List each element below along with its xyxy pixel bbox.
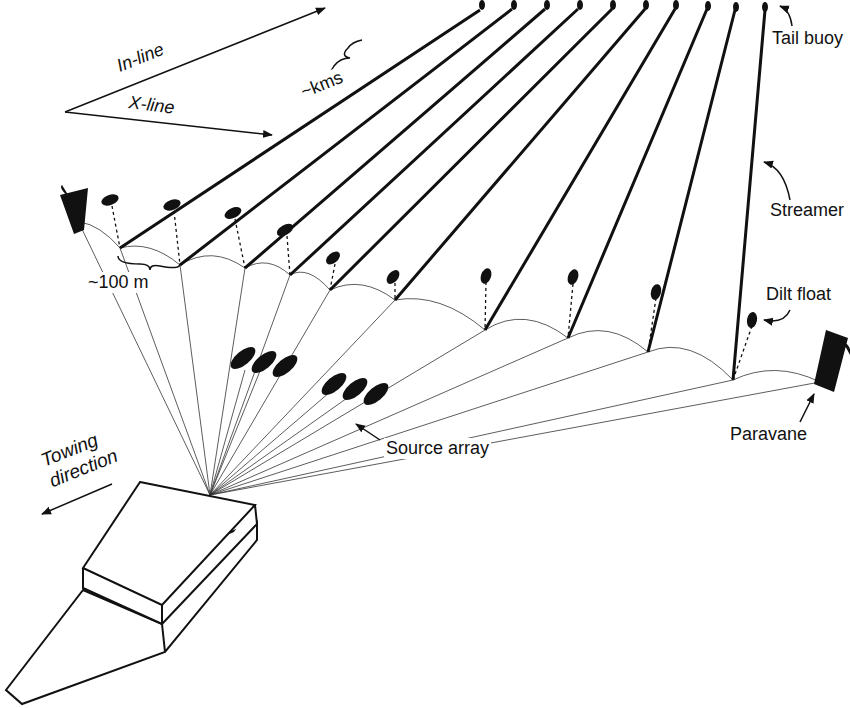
dilt-float	[566, 268, 581, 286]
tail-buoy	[705, 1, 711, 11]
part-label: Tail buoy	[770, 28, 845, 49]
dilt-float	[384, 268, 402, 287]
paravane-arrow	[800, 394, 814, 422]
dilt-float	[223, 205, 244, 222]
source-gun	[360, 379, 392, 409]
tail-buoy	[577, 0, 583, 10]
dimension-label: ~100 m	[86, 272, 151, 293]
part-label: Source array	[384, 438, 491, 459]
paravane-right	[814, 330, 850, 392]
part-label: Dilt float	[764, 284, 833, 305]
tail-buoys	[479, 0, 768, 12]
dilt-float-arrow	[764, 310, 790, 321]
axis-label: In-line	[112, 38, 169, 77]
dilt-float-lines	[112, 206, 752, 380]
dimension-label: ~kms	[296, 66, 348, 103]
tail-buoy	[733, 2, 739, 12]
paravane-left	[60, 185, 88, 234]
tail-buoy-arrow	[780, 6, 792, 26]
streamers	[120, 9, 765, 380]
direction-label: Towing direction	[36, 409, 158, 492]
dilt-float	[746, 311, 759, 328]
ship-deckhouse	[83, 482, 257, 624]
dilt-float	[275, 221, 296, 239]
part-label: Streamer	[768, 200, 846, 221]
source-arrays	[227, 343, 392, 409]
dilt-float	[324, 249, 343, 267]
source-gun	[269, 351, 301, 381]
dilt-float	[100, 192, 120, 208]
inline-arrow	[65, 8, 325, 112]
dilt-float	[649, 283, 663, 301]
tail-buoy	[479, 0, 485, 10]
tail-buoy	[673, 0, 679, 10]
dilt-floats	[100, 192, 758, 329]
source-array-arrow	[356, 424, 380, 440]
tail-buoy	[610, 0, 616, 10]
tail-buoy	[544, 0, 550, 10]
dilt-float	[162, 197, 182, 213]
spacing-bracket	[118, 256, 180, 270]
part-label: Paravane	[728, 424, 809, 445]
separation-ropes	[80, 222, 820, 382]
tail-buoy	[511, 0, 517, 10]
axis-label: X-line	[125, 92, 177, 119]
tail-buoy	[762, 2, 768, 12]
streamer-arrow	[764, 162, 790, 200]
tail-buoy	[643, 0, 649, 10]
leader-arrows	[42, 6, 814, 514]
dilt-float	[479, 267, 494, 285]
